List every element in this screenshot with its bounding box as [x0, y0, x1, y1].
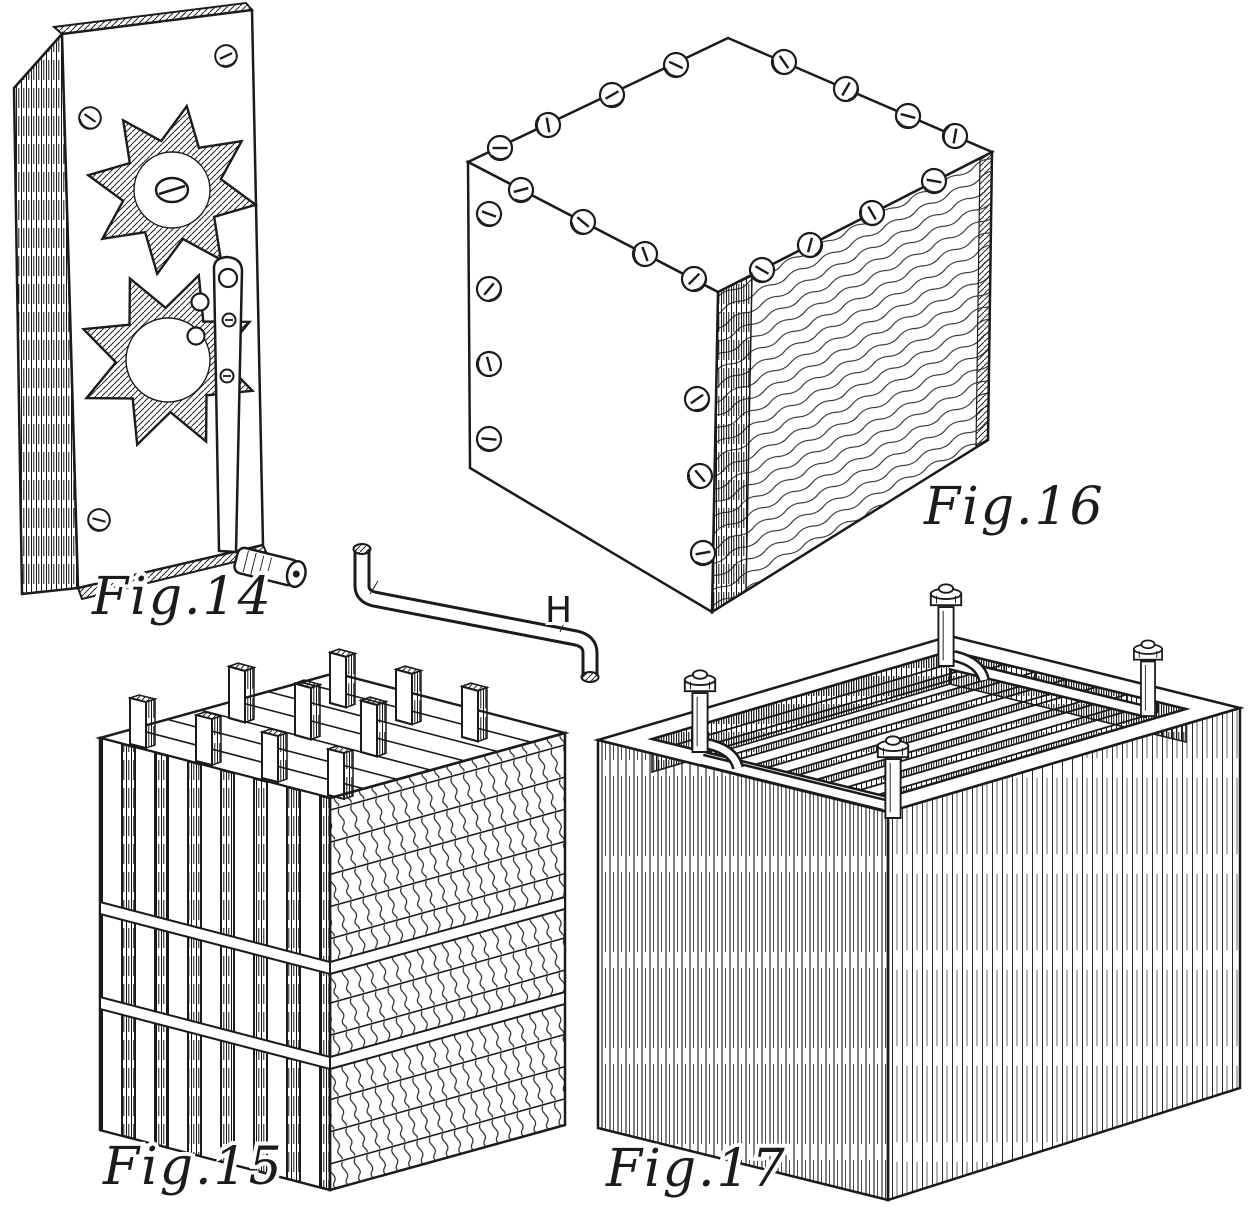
bracket-end-cap: [580, 671, 600, 683]
crank-handle: [233, 546, 307, 589]
strap: [329, 990, 566, 1071]
plate-lug: [327, 745, 354, 800]
plate-edge: [101, 737, 123, 1137]
part-h-label: H: [545, 590, 572, 631]
plate-lug: [460, 681, 489, 743]
plate-lug: [394, 664, 423, 726]
plate-edge: [233, 771, 255, 1172]
plate-lug: [227, 661, 256, 724]
arm-pivot: [217, 267, 239, 289]
fig16-label: Fig.16: [923, 477, 1105, 537]
screw: [486, 134, 514, 162]
fig15-label: Fig.15: [102, 1137, 284, 1197]
gear-upper: [85, 103, 259, 277]
fig17-label: Fig.17: [605, 1139, 787, 1199]
bracket-end-cap: [352, 543, 372, 555]
fig15-plate-stack: Fig.15: [95, 647, 570, 1201]
elbow-pipe-face: [707, 740, 742, 770]
fig17-cell-box: Fig.17: [593, 583, 1245, 1203]
plate-edge: [134, 745, 156, 1146]
bracket-h: H: [352, 543, 600, 683]
plate-lug: [195, 711, 222, 766]
plate-lug: [293, 678, 322, 741]
crank-arm: [212, 255, 307, 589]
plate-edge: [167, 754, 189, 1155]
bracket-bar-face: [356, 550, 596, 676]
elbow-pipe-face: [953, 652, 988, 682]
roller-pin: [190, 292, 210, 312]
fig14-crank-gear-assembly: Fig.14: [12, 1, 307, 631]
fig16-wooden-box: Fig.16: [465, 36, 1107, 615]
plate-lug: [328, 647, 357, 709]
front-plates: [101, 737, 321, 1189]
plate-edge: [200, 763, 222, 1163]
fig14-label: Fig.14: [91, 567, 273, 627]
screw: [474, 424, 504, 454]
binding-straps: [99, 895, 566, 1071]
plate-edge: [299, 788, 321, 1189]
box-front-face: [596, 738, 890, 1202]
gear-lower: [80, 272, 256, 448]
strap: [329, 895, 566, 976]
roller-pin: [186, 326, 206, 346]
plate-lug: [129, 694, 156, 749]
plate-lug: [261, 728, 288, 783]
plate-edge: [266, 780, 288, 1180]
plate-lug: [359, 695, 388, 758]
bracket-bend-hatch: [369, 580, 567, 633]
connector-bars: [700, 650, 1150, 812]
